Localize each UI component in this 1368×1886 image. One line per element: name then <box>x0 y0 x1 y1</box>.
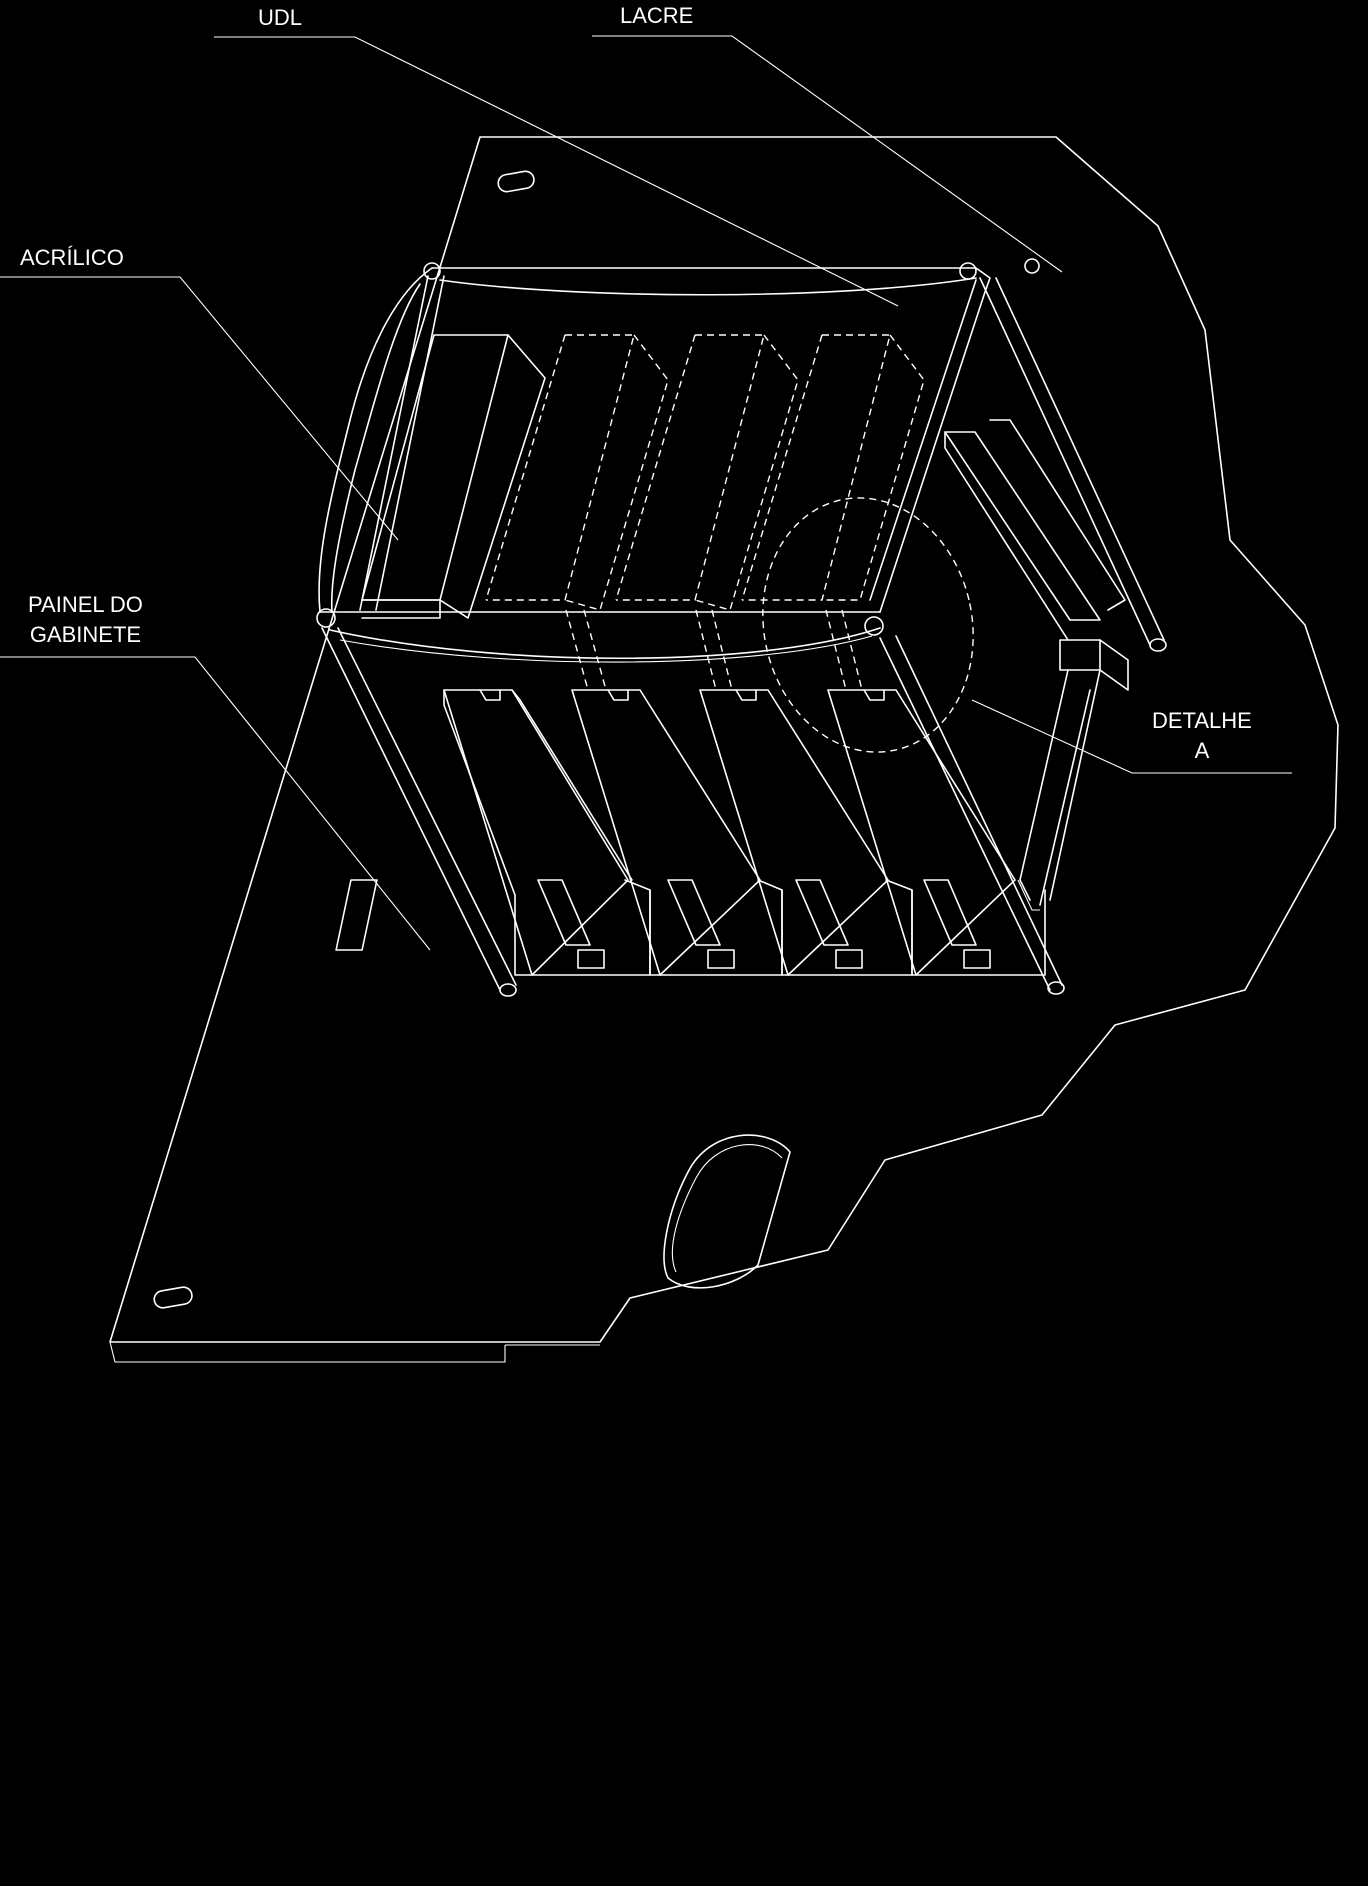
udl-leader <box>214 36 899 307</box>
label-painel-line2: GABINETE <box>29 622 142 647</box>
acrilico-leader <box>0 276 399 541</box>
label-acrilico: ACRÍLICO <box>20 245 124 270</box>
leader-lines <box>0 35 1292 951</box>
label-detalhe-a: DETALHE A <box>1152 706 1252 766</box>
label-lacre: LACRE <box>620 3 694 28</box>
label-detalhe-line2: A <box>1194 738 1210 763</box>
detalhe-leader <box>971 699 1292 774</box>
label-painel-do-gabinete: PAINEL DO GABINETE <box>28 590 143 650</box>
label-detalhe-line1: DETALHE <box>1152 708 1252 733</box>
lower-bays <box>335 689 1046 976</box>
side-bracket <box>944 419 1129 911</box>
label-painel-line1: PAINEL DO <box>28 592 143 617</box>
udl-module <box>361 334 546 619</box>
acrylic-box <box>316 258 1040 663</box>
mounting-slots <box>153 170 791 1309</box>
lacre-leader <box>592 35 1063 273</box>
dashed-modules <box>485 334 925 691</box>
label-udl: UDL <box>258 5 303 30</box>
cabinet-panel-outline <box>109 136 1339 1363</box>
painel-leader <box>0 656 431 951</box>
detail-a-circle <box>762 497 974 753</box>
guide-rods <box>321 275 1167 997</box>
